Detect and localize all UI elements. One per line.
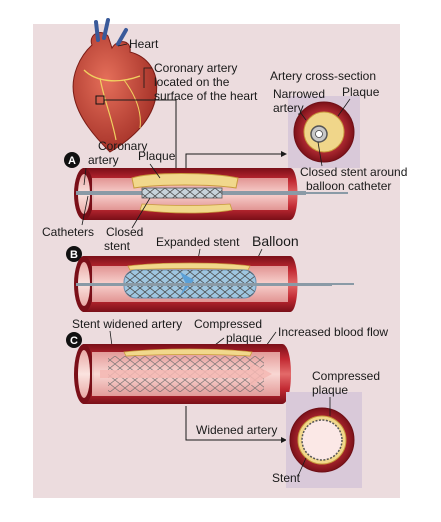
label-heart: Heart	[129, 37, 159, 51]
cross-section-widened	[289, 407, 355, 473]
label-narrowed-artery-2: artery	[273, 101, 304, 115]
label-coronary-artery-1: Coronary	[98, 139, 147, 153]
label-compressed-plaque-right-1: Compressed	[312, 369, 380, 383]
svg-text:A: A	[68, 155, 76, 167]
label-stent-widened-artery: Stent widened artery	[72, 317, 182, 331]
label-plaque-a: Plaque	[138, 149, 176, 163]
label-expanded-stent: Expanded stent	[156, 235, 240, 249]
vessel-b	[74, 256, 354, 312]
label-stent: Stent	[272, 471, 301, 485]
label-balloon: Balloon	[252, 233, 299, 249]
label-artery-cross-section: Artery cross-section	[270, 69, 376, 83]
cross-section-narrowed	[293, 101, 355, 163]
label-coronary-surface-line1: Coronary artery	[154, 61, 237, 75]
vessel-c	[74, 344, 291, 404]
label-compressed-plaque-1: Compressed	[194, 317, 262, 331]
blood-flow-arrow	[100, 362, 272, 386]
label-narrowed-artery-1: Narrowed	[273, 87, 325, 101]
label-increased-blood-flow: Increased blood flow	[278, 325, 388, 339]
label-catheters: Catheters	[42, 225, 94, 239]
label-closed-stent-around-2: balloon catheter	[306, 179, 391, 193]
label-coronary-artery-2: artery	[88, 153, 119, 167]
step-a-badge: A	[64, 152, 80, 168]
label-coronary-surface-line2: located on the	[154, 75, 230, 89]
label-plaque-cross: Plaque	[342, 85, 380, 99]
label-compressed-plaque-2: plaque	[226, 331, 262, 345]
connector-heart-to-artery	[104, 99, 177, 168]
svg-text:B: B	[70, 249, 78, 261]
heart-illustration	[72, 18, 158, 153]
label-closed-stent-2: stent	[104, 239, 131, 253]
label-compressed-plaque-right-2: plaque	[312, 383, 348, 397]
step-b-badge: B	[66, 246, 82, 262]
vessel-a	[74, 168, 348, 220]
catheter-b	[76, 283, 332, 286]
label-coronary-surface-line3: surface of the heart	[154, 89, 258, 103]
step-c-badge: C	[66, 332, 82, 348]
svg-text:C: C	[70, 335, 78, 347]
label-closed-stent-1: Closed	[106, 225, 143, 239]
label-closed-stent-around-1: Closed stent around	[300, 165, 407, 179]
label-widened-artery: Widened artery	[196, 423, 277, 437]
